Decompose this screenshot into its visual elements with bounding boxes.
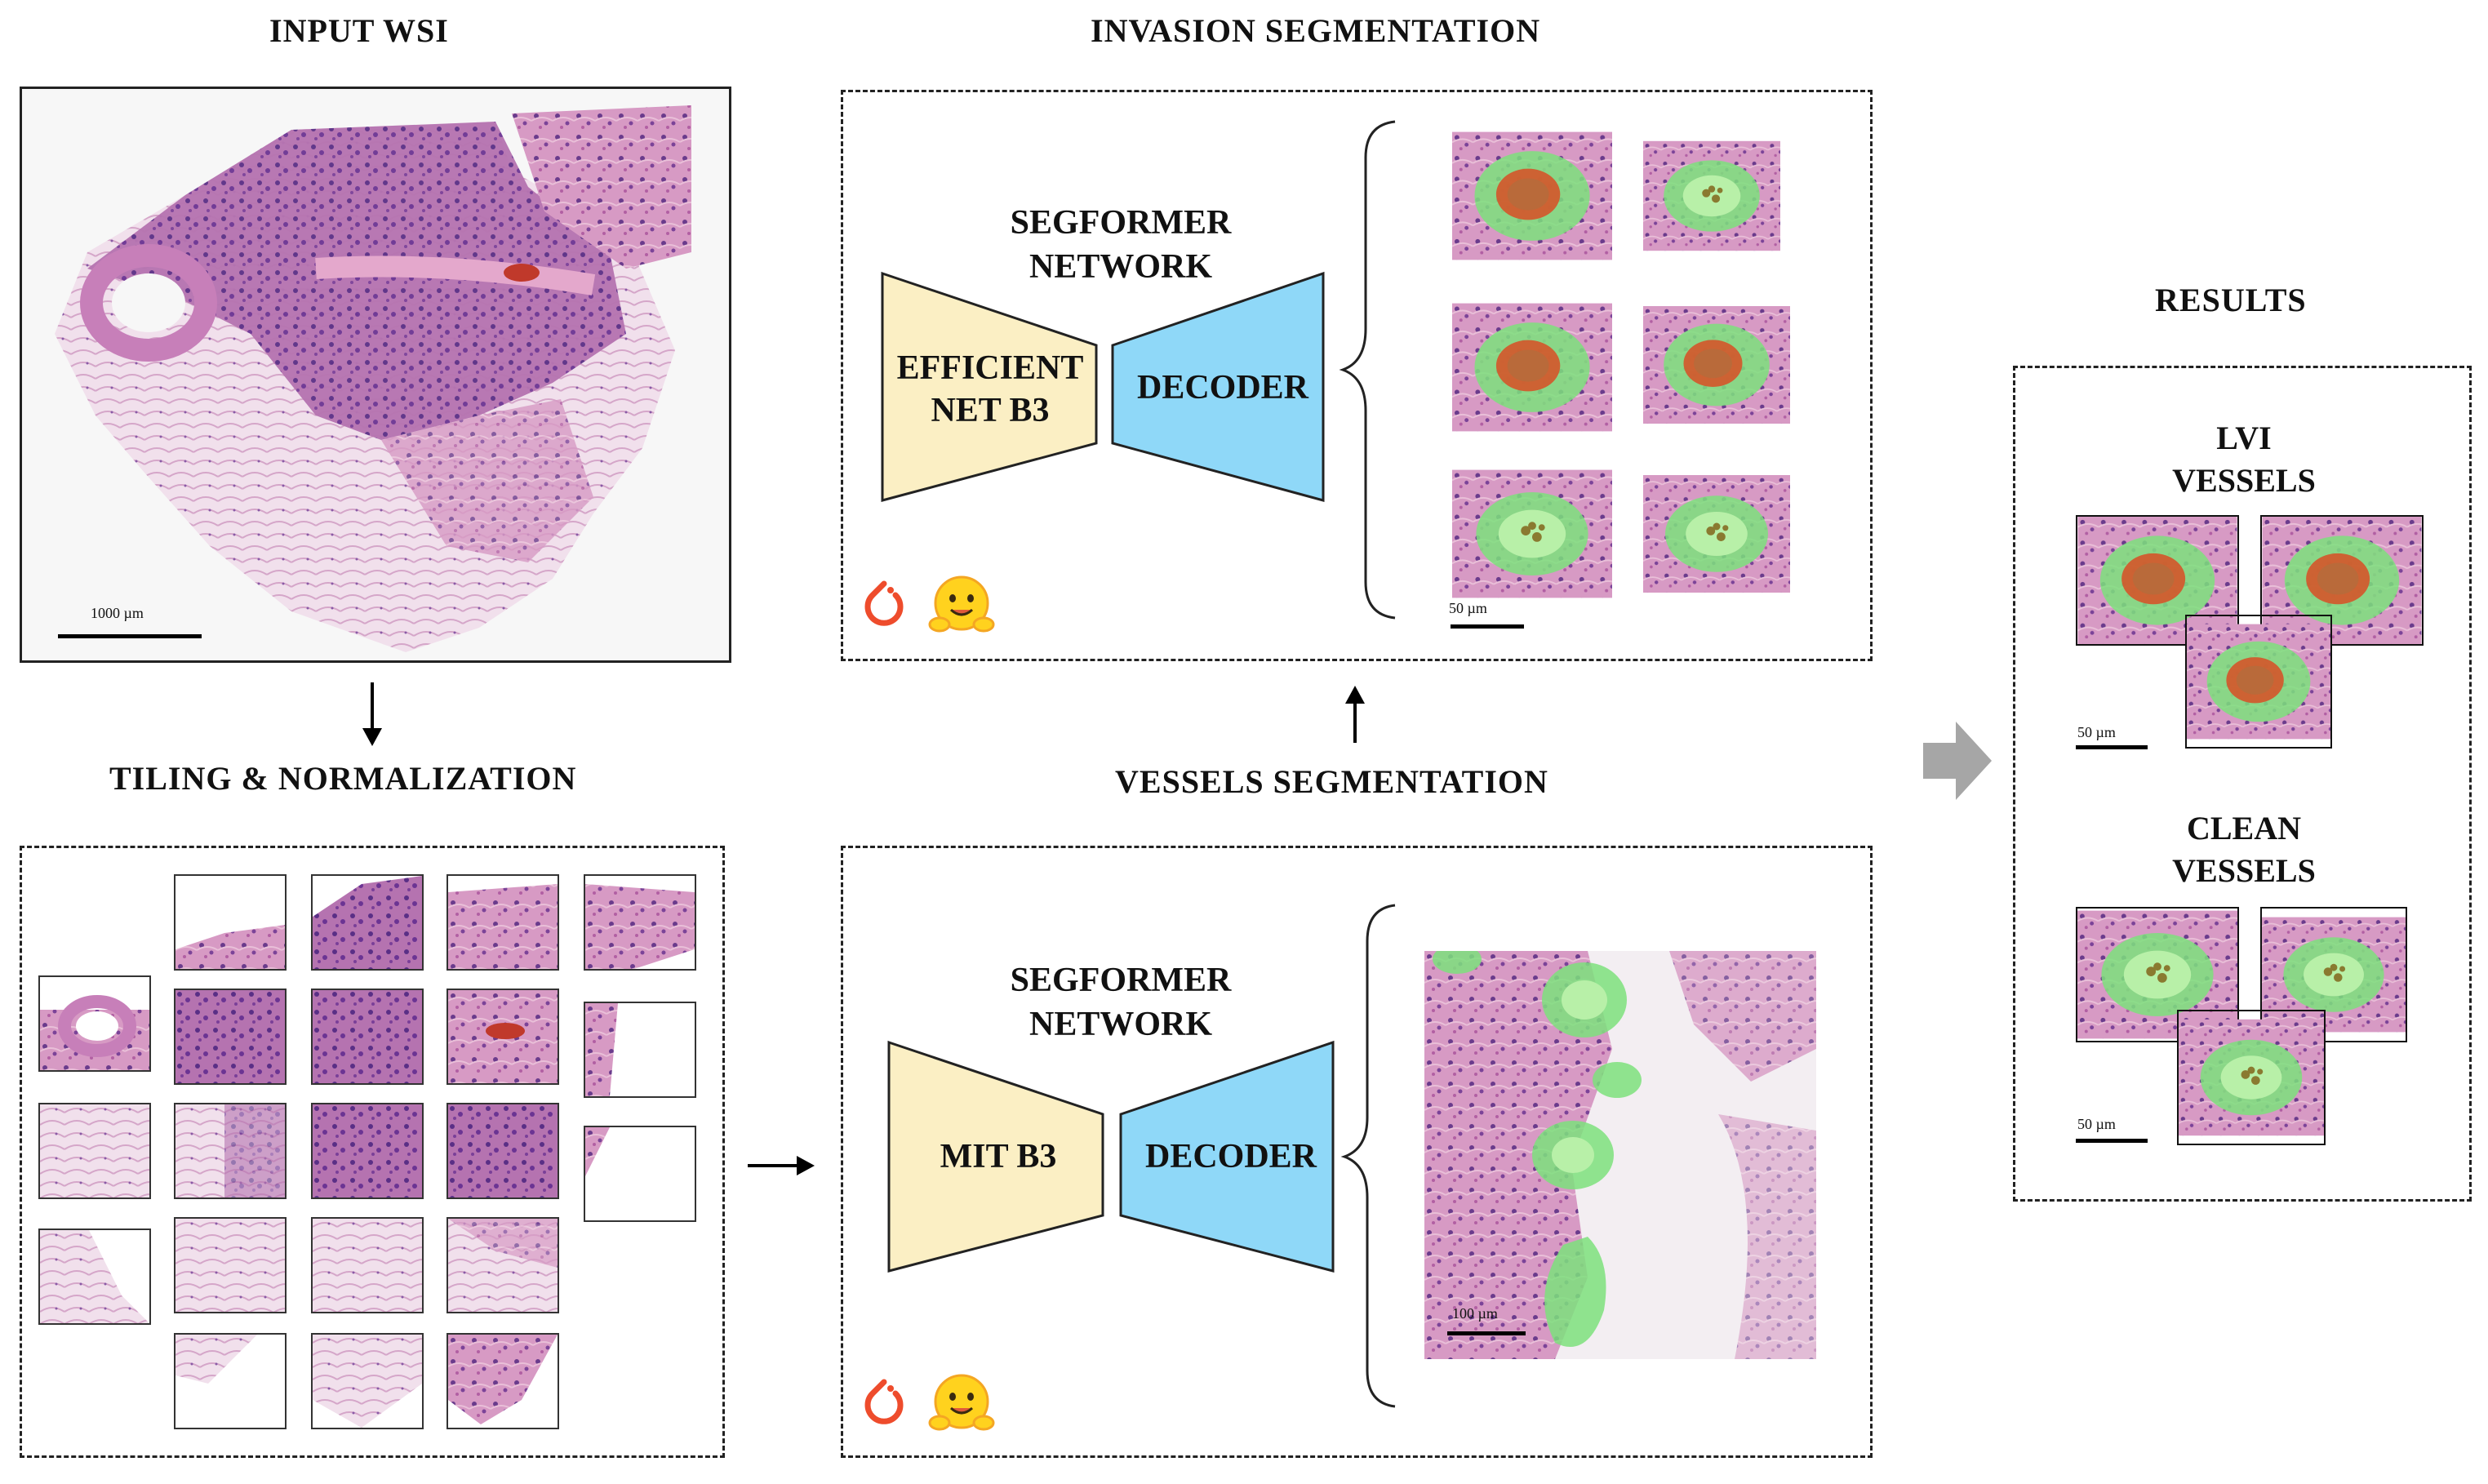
tile [447, 989, 559, 1085]
hugging-face-icon [925, 569, 998, 642]
vessels-scale-bar [1447, 1331, 1526, 1335]
invasion-result-thumb [1452, 131, 1612, 260]
input-wsi-image: 1000 µm [20, 87, 731, 663]
lvi-vessels-label-line1: LVI [2138, 417, 2350, 460]
tile [584, 1126, 696, 1222]
invasion-result-thumb [1452, 303, 1612, 432]
invasion-scale-bar [1451, 624, 1524, 629]
vessels-title: VESSELS SEGMENTATION [1115, 762, 1548, 801]
lvi-vessel-thumb [2185, 615, 2332, 749]
invasion-title: INVASION SEGMENTATION [1091, 11, 1540, 50]
tile [174, 1103, 287, 1199]
vessels-decoder-label: DECODER [1129, 1135, 1333, 1178]
tile [174, 1217, 287, 1313]
vessels-scale-label: 100 µm [1452, 1305, 1498, 1322]
vessels-encoder-label: MIT B3 [892, 1135, 1104, 1178]
tile [174, 1333, 287, 1429]
tile [38, 975, 151, 1072]
vessels-result-image [1424, 951, 1816, 1359]
tile [38, 1103, 151, 1199]
tile [447, 1217, 559, 1313]
invasion-scale-label: 50 µm [1449, 600, 1487, 617]
input-scale-label: 1000 µm [91, 605, 144, 622]
tile [584, 874, 696, 971]
lvi-scale-bar [2076, 745, 2148, 749]
tile [311, 1333, 424, 1429]
results-title: RESULTS [2155, 281, 2307, 319]
lvi-scale-label: 50 µm [2077, 724, 2116, 741]
tile [447, 874, 559, 971]
tile [447, 1333, 559, 1429]
input-scale-bar [58, 634, 202, 638]
results-panel: LVI VESSELS 50 µm CLEAN VESSELS 50 µm [2013, 366, 2472, 1202]
tile [174, 874, 287, 971]
tile [311, 989, 424, 1085]
tile [311, 1103, 424, 1199]
pytorch-icon [851, 574, 917, 639]
tile [174, 989, 287, 1085]
tile [38, 1229, 151, 1325]
invasion-panel: SEGFORMER NETWORK EFFICIENT NET B3 DECOD… [841, 90, 1873, 661]
tiling-title: TILING & NORMALIZATION [109, 759, 576, 798]
invasion-result-thumb [1452, 469, 1612, 598]
clean-scale-bar [2076, 1139, 2148, 1143]
hugging-face-icon [925, 1367, 998, 1441]
clean-vessels-label-line1: CLEAN [2138, 807, 2350, 850]
tile [447, 1103, 559, 1199]
invasion-result-thumb [1643, 131, 1780, 260]
vessels-panel: SEGFORMER NETWORK MIT B3 DECODER 100 µm [841, 846, 1873, 1458]
lvi-vessels-label-line2: VESSELS [2138, 460, 2350, 502]
tiling-panel [20, 846, 725, 1458]
invasion-encoder-line2: NET B3 [884, 389, 1096, 432]
clean-vessel-thumb [2177, 1010, 2326, 1145]
clean-vessels-label-line2: VESSELS [2138, 850, 2350, 892]
wsi-tissue-graphic [22, 89, 729, 660]
invasion-encoder-line1: EFFICIENT [884, 347, 1096, 389]
invasion-result-thumb [1643, 298, 1790, 432]
input-wsi-title: INPUT WSI [269, 11, 449, 50]
tile [584, 1002, 696, 1098]
pytorch-icon [851, 1372, 917, 1437]
tile [311, 874, 424, 971]
clean-scale-label: 50 µm [2077, 1116, 2116, 1133]
invasion-decoder-label: DECODER [1129, 367, 1317, 409]
tile [311, 1217, 424, 1313]
invasion-result-thumb [1643, 469, 1790, 598]
